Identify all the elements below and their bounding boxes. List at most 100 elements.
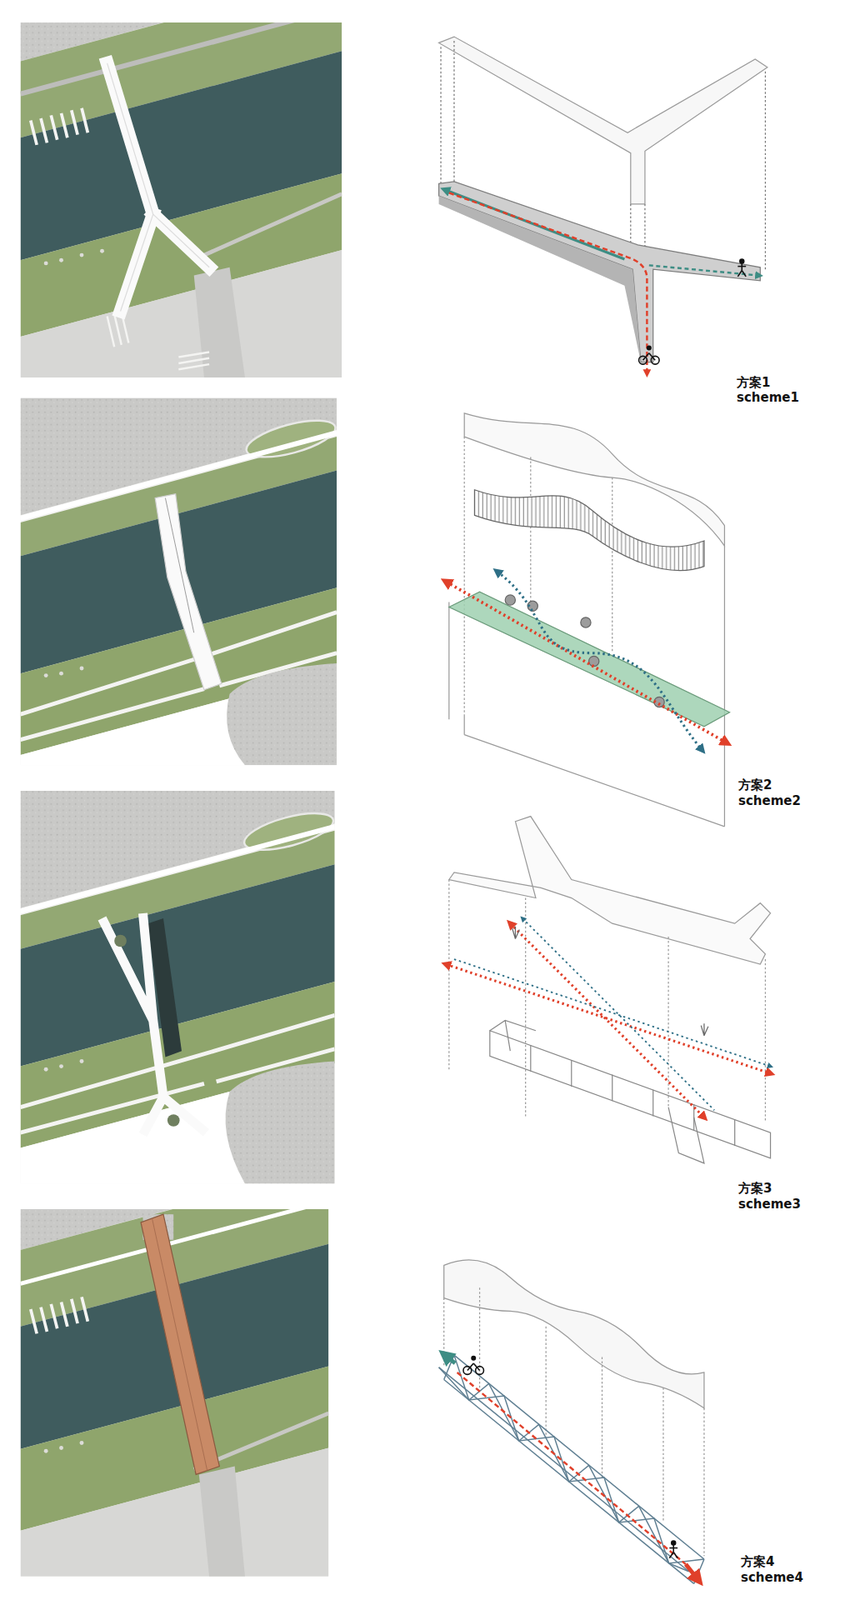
site-plan [140, 1214, 220, 1475]
axonometric-diagram [473, 1363, 480, 1371]
site-plan [20, 704, 175, 765]
axonometric-diagram [453, 40, 455, 186]
site-plan [167, 1114, 180, 1127]
site-plan [44, 1059, 85, 1072]
scheme-name: scheme4 [739, 1570, 805, 1585]
axonometric-diagram [671, 1540, 676, 1545]
site-plan [81, 108, 88, 133]
axonometric-diagram [512, 926, 520, 940]
axonometric-diagram [445, 581, 727, 743]
axonometric-diagram [545, 1326, 547, 1440]
axonometric-diagram [530, 457, 531, 613]
axonometric-diagram [737, 270, 742, 276]
site-plan [165, 498, 194, 634]
axonometric-diagram [496, 571, 702, 750]
axonometric-diagram [445, 816, 770, 1164]
site-plan [71, 110, 78, 135]
axonometric-diagram [639, 345, 660, 365]
axonometric-diagram [454, 959, 771, 1067]
axonometric-diagram [445, 1355, 455, 1364]
scheme-title: 方案4 [739, 1555, 776, 1570]
axonometric-diagram [669, 1540, 678, 1559]
site-plan [102, 913, 207, 1135]
axonometric-diagram [601, 1357, 603, 1480]
site-plan [20, 790, 335, 1184]
axonometric-diagram [525, 898, 526, 1118]
scheme-name: scheme1 [735, 390, 801, 405]
site-plan [59, 258, 64, 263]
axonometric-diagram [440, 46, 441, 186]
axonometric-diagram [464, 436, 465, 715]
axonometric-diagram [474, 490, 705, 571]
axonometric-diagram [737, 265, 746, 268]
site-plan [30, 108, 89, 145]
axonometric-diagram [662, 1387, 664, 1520]
site-plan [61, 113, 68, 138]
site-plan [20, 1448, 330, 1577]
site-plan [44, 673, 49, 678]
axonometric-diagram [505, 595, 515, 605]
axonometric-diagram [642, 353, 649, 361]
site-plan [178, 358, 210, 364]
site-plan [44, 249, 105, 266]
axonometric-diagram [467, 1363, 474, 1371]
scheme-title: 方案1 [735, 375, 772, 390]
axonometric-diagram [439, 1355, 705, 1584]
axonometric-diagram [741, 270, 746, 276]
axonometric-diagram [652, 1090, 654, 1117]
axonometric-diagram [444, 1287, 705, 1556]
axonometric-diagram [449, 591, 730, 727]
site-plan [40, 118, 47, 143]
site-plan [114, 935, 127, 948]
axonometric-diagram [439, 1367, 690, 1572]
site-plan [100, 249, 105, 254]
axonometric-diagram [512, 926, 709, 1036]
axonometric-diagram [439, 1367, 690, 1572]
axonometric-diagram [694, 1559, 705, 1584]
axonometric-diagram [765, 71, 766, 270]
axonometric-diagram [448, 601, 450, 720]
axonometric-diagram [457, 1372, 686, 1565]
axonometric-diagram [611, 1074, 613, 1101]
site-plan [204, 194, 342, 255]
site-plan [199, 1466, 245, 1577]
axonometric-diagram [439, 195, 641, 363]
site-plan [20, 398, 338, 766]
axonometric-diagram [510, 923, 705, 1118]
site-plan [80, 253, 85, 258]
axonometric-diagram [669, 1551, 674, 1558]
axonometric-diagram [448, 880, 450, 1072]
axonometric-diagram [449, 192, 648, 374]
axonometric-diagram [445, 964, 770, 1074]
scheme-title: 方案3 [736, 1181, 774, 1196]
axonometric-diagram [464, 735, 725, 827]
axonometric-diagram [649, 265, 760, 275]
axonometric-diagram [439, 1260, 705, 1585]
axonometric-diagram [700, 1023, 709, 1036]
axonometric-diagram [530, 1045, 531, 1072]
axonometric-diagram [444, 1260, 705, 1409]
site-plan [59, 671, 64, 676]
site-plan [107, 316, 115, 348]
axonometric-diagram [505, 595, 665, 708]
axonometric-diagram [445, 413, 730, 827]
axonometric-diagram [589, 655, 600, 666]
axonometric-diagram [685, 1564, 699, 1580]
axonometric-diagram [490, 1030, 771, 1159]
site-plan [20, 250, 343, 378]
site-plan [44, 1449, 49, 1454]
site-plan [59, 1064, 64, 1069]
axonometric-diagram [454, 1355, 705, 1560]
axonometric-diagram [734, 1119, 735, 1146]
site-plan [20, 22, 343, 378]
axonometric-diagram [464, 714, 465, 735]
site-plan [59, 1445, 64, 1450]
site-plan [30, 1296, 89, 1334]
axonometric-diagram [522, 918, 715, 1110]
site-plan [44, 1440, 85, 1454]
axonometric-diagram [673, 1551, 678, 1558]
axonometric-diagram [439, 36, 768, 374]
site-plan [44, 260, 49, 265]
